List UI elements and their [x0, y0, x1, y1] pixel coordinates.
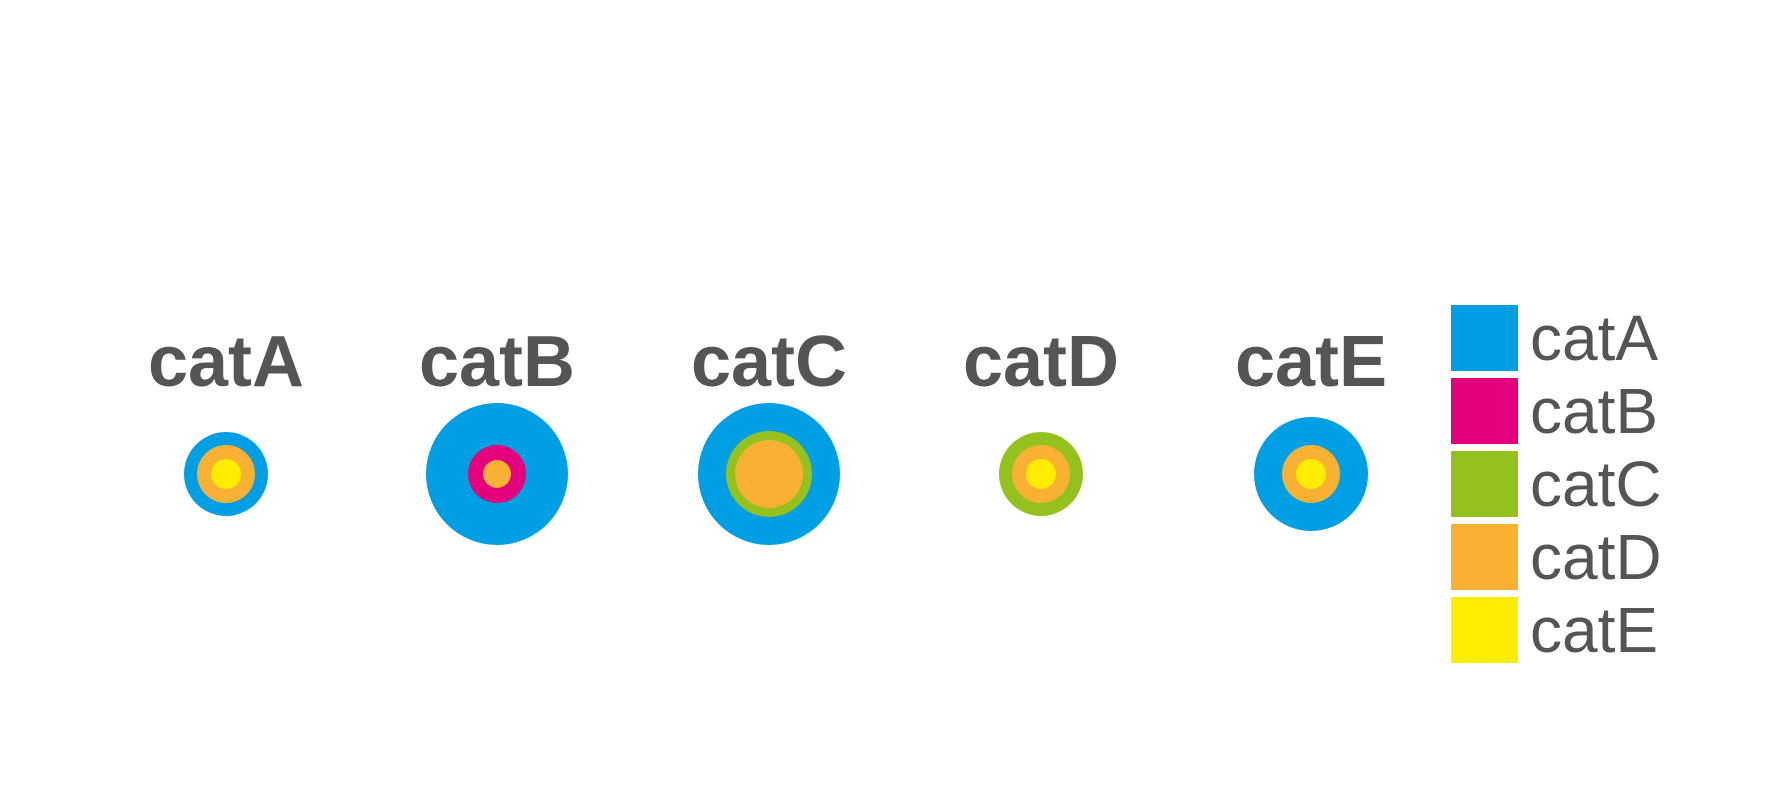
- legend-label: catC: [1530, 448, 1662, 520]
- panel-title: catB: [419, 322, 575, 402]
- panel-title: catE: [1235, 322, 1387, 402]
- legend-swatch-catE: [1451, 597, 1518, 663]
- panel-catB: catB: [419, 322, 575, 545]
- panel-catC: catC: [691, 322, 847, 545]
- ring-catD: [483, 460, 511, 488]
- panel-title: catC: [691, 322, 847, 402]
- panel-catE: catE: [1235, 322, 1387, 531]
- legend-label: catB: [1530, 375, 1658, 447]
- ring-catE: [211, 459, 241, 489]
- legend-swatch-catB: [1451, 378, 1518, 444]
- legend-swatch-catD: [1451, 524, 1518, 590]
- legend-swatch-catC: [1451, 451, 1518, 517]
- ring-catE: [1026, 459, 1056, 489]
- panel-title: catD: [963, 322, 1119, 402]
- panel-title: catA: [148, 322, 304, 402]
- ring-catD: [735, 440, 803, 508]
- legend-label: catA: [1530, 302, 1658, 374]
- legend-label: catE: [1530, 594, 1658, 666]
- panel-catD: catD: [963, 322, 1119, 516]
- ring-catE: [1296, 459, 1326, 489]
- legend-swatch-catA: [1451, 305, 1518, 371]
- legend-label: catD: [1530, 521, 1662, 593]
- chart-panels: catA catB catC catD catE: [148, 322, 1387, 545]
- panel-catA: catA: [148, 322, 304, 516]
